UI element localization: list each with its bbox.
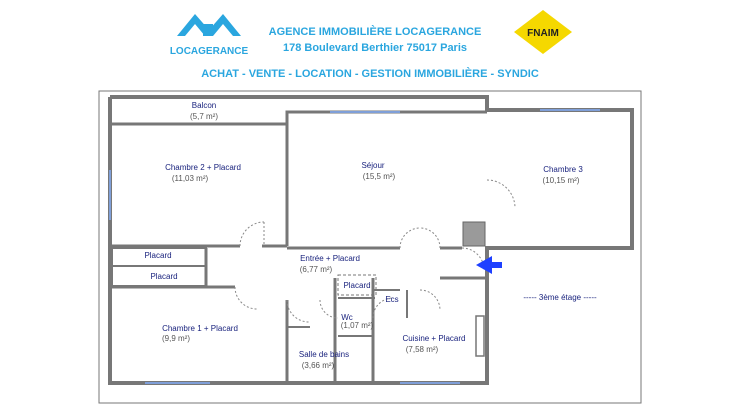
room-balcon-area: (5,7 m²): [190, 112, 218, 121]
room-chambre2-area: (11,03 m²): [172, 174, 209, 183]
agency-address: 178 Boulevard Berthier 75017 Paris: [282, 42, 468, 54]
room-wc-name: Wc: [341, 313, 353, 322]
room-chambre3-name: Chambre 3: [543, 165, 583, 174]
room-placard2-name: Placard: [150, 272, 177, 281]
room-chambre2-name: Chambre 2 + Placard: [165, 163, 241, 172]
room-chambre3-area: (10,15 m²): [543, 176, 580, 185]
room-ecs-name: Ecs: [385, 295, 398, 304]
logo-right-text: FNAIM: [527, 28, 559, 39]
room-salle-de-bains-area: (3,66 m²): [302, 361, 335, 370]
room-entree-name: Entrée + Placard: [300, 254, 360, 263]
room-cuisine-name: Cuisine + Placard: [403, 334, 466, 343]
room-chambre1-name: Chambre 1 + Placard: [162, 324, 238, 333]
room-placard3-name: Placard: [343, 281, 370, 290]
logo-left-text: LOCAGERANCE: [170, 46, 249, 57]
fnaim-logo: FNAIM: [514, 10, 572, 54]
room-sejour-area: (15,5 m²): [363, 172, 396, 181]
locagerance-logo: LOCAGERANCE: [170, 14, 249, 57]
room-salle-de-bains-name: Salle de bains: [299, 350, 349, 359]
room-sejour-name: Séjour: [361, 161, 384, 170]
room-placard1-name: Placard: [144, 251, 171, 260]
room-balcon-name: Balcon: [192, 101, 216, 110]
room-wc-area: (1,07 m²): [341, 321, 374, 330]
entrance-arrow-icon: [476, 256, 502, 274]
floor-level-label: ----- 3ème étage -----: [523, 293, 597, 302]
room-chambre1-area: (9,9 m²): [162, 334, 190, 343]
agency-name: AGENCE IMMOBILIÈRE LOCAGERANCE: [268, 26, 482, 38]
services-line: ACHAT - VENTE - LOCATION - GESTION IMMOB…: [201, 68, 539, 80]
room-entree-area: (6,77 m²): [300, 265, 333, 274]
room-cuisine-area: (7,58 m²): [406, 345, 439, 354]
